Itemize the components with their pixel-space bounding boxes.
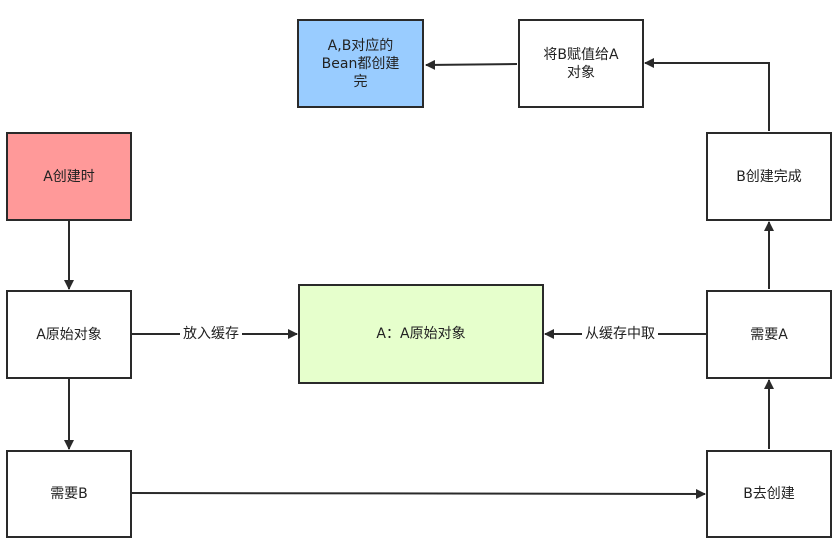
node-b-done-label: B创建完成	[736, 168, 802, 185]
edge-b-done-to-assign	[644, 58, 770, 131]
node-a-creating-label: A创建时	[43, 168, 95, 185]
node-cache-label: A：A原始对象	[376, 326, 466, 342]
edge-label-take-cache: 从缓存中取	[582, 325, 658, 343]
node-need-b: 需要B	[6, 450, 132, 538]
node-need-b-label: 需要B	[50, 486, 88, 502]
node-a-raw-object-label: A原始对象	[36, 326, 102, 343]
node-b-done: B创建完成	[706, 132, 832, 221]
node-b-creating: B去创建	[706, 450, 832, 538]
edge-assign-to-all-done	[425, 59, 518, 70]
node-assign-b-to-a-label: 将B赋值给A 对象	[543, 46, 619, 81]
node-all-done-label: A,B对应的 Bean都创建 完	[321, 37, 400, 90]
node-cache: A：A原始对象	[298, 284, 544, 384]
node-assign-b-to-a: 将B赋值给A 对象	[518, 19, 644, 108]
node-need-a-label: 需要A	[750, 326, 788, 343]
node-a-creating: A创建时	[6, 132, 132, 221]
node-a-raw-object: A原始对象	[6, 290, 132, 379]
edge-label-put-cache: 放入缓存	[180, 325, 242, 343]
node-need-a: 需要A	[706, 290, 832, 379]
edge-need-b-to-b-creating	[131, 488, 706, 499]
node-b-creating-label: B去创建	[743, 486, 795, 502]
node-all-done: A,B对应的 Bean都创建 完	[297, 19, 424, 108]
